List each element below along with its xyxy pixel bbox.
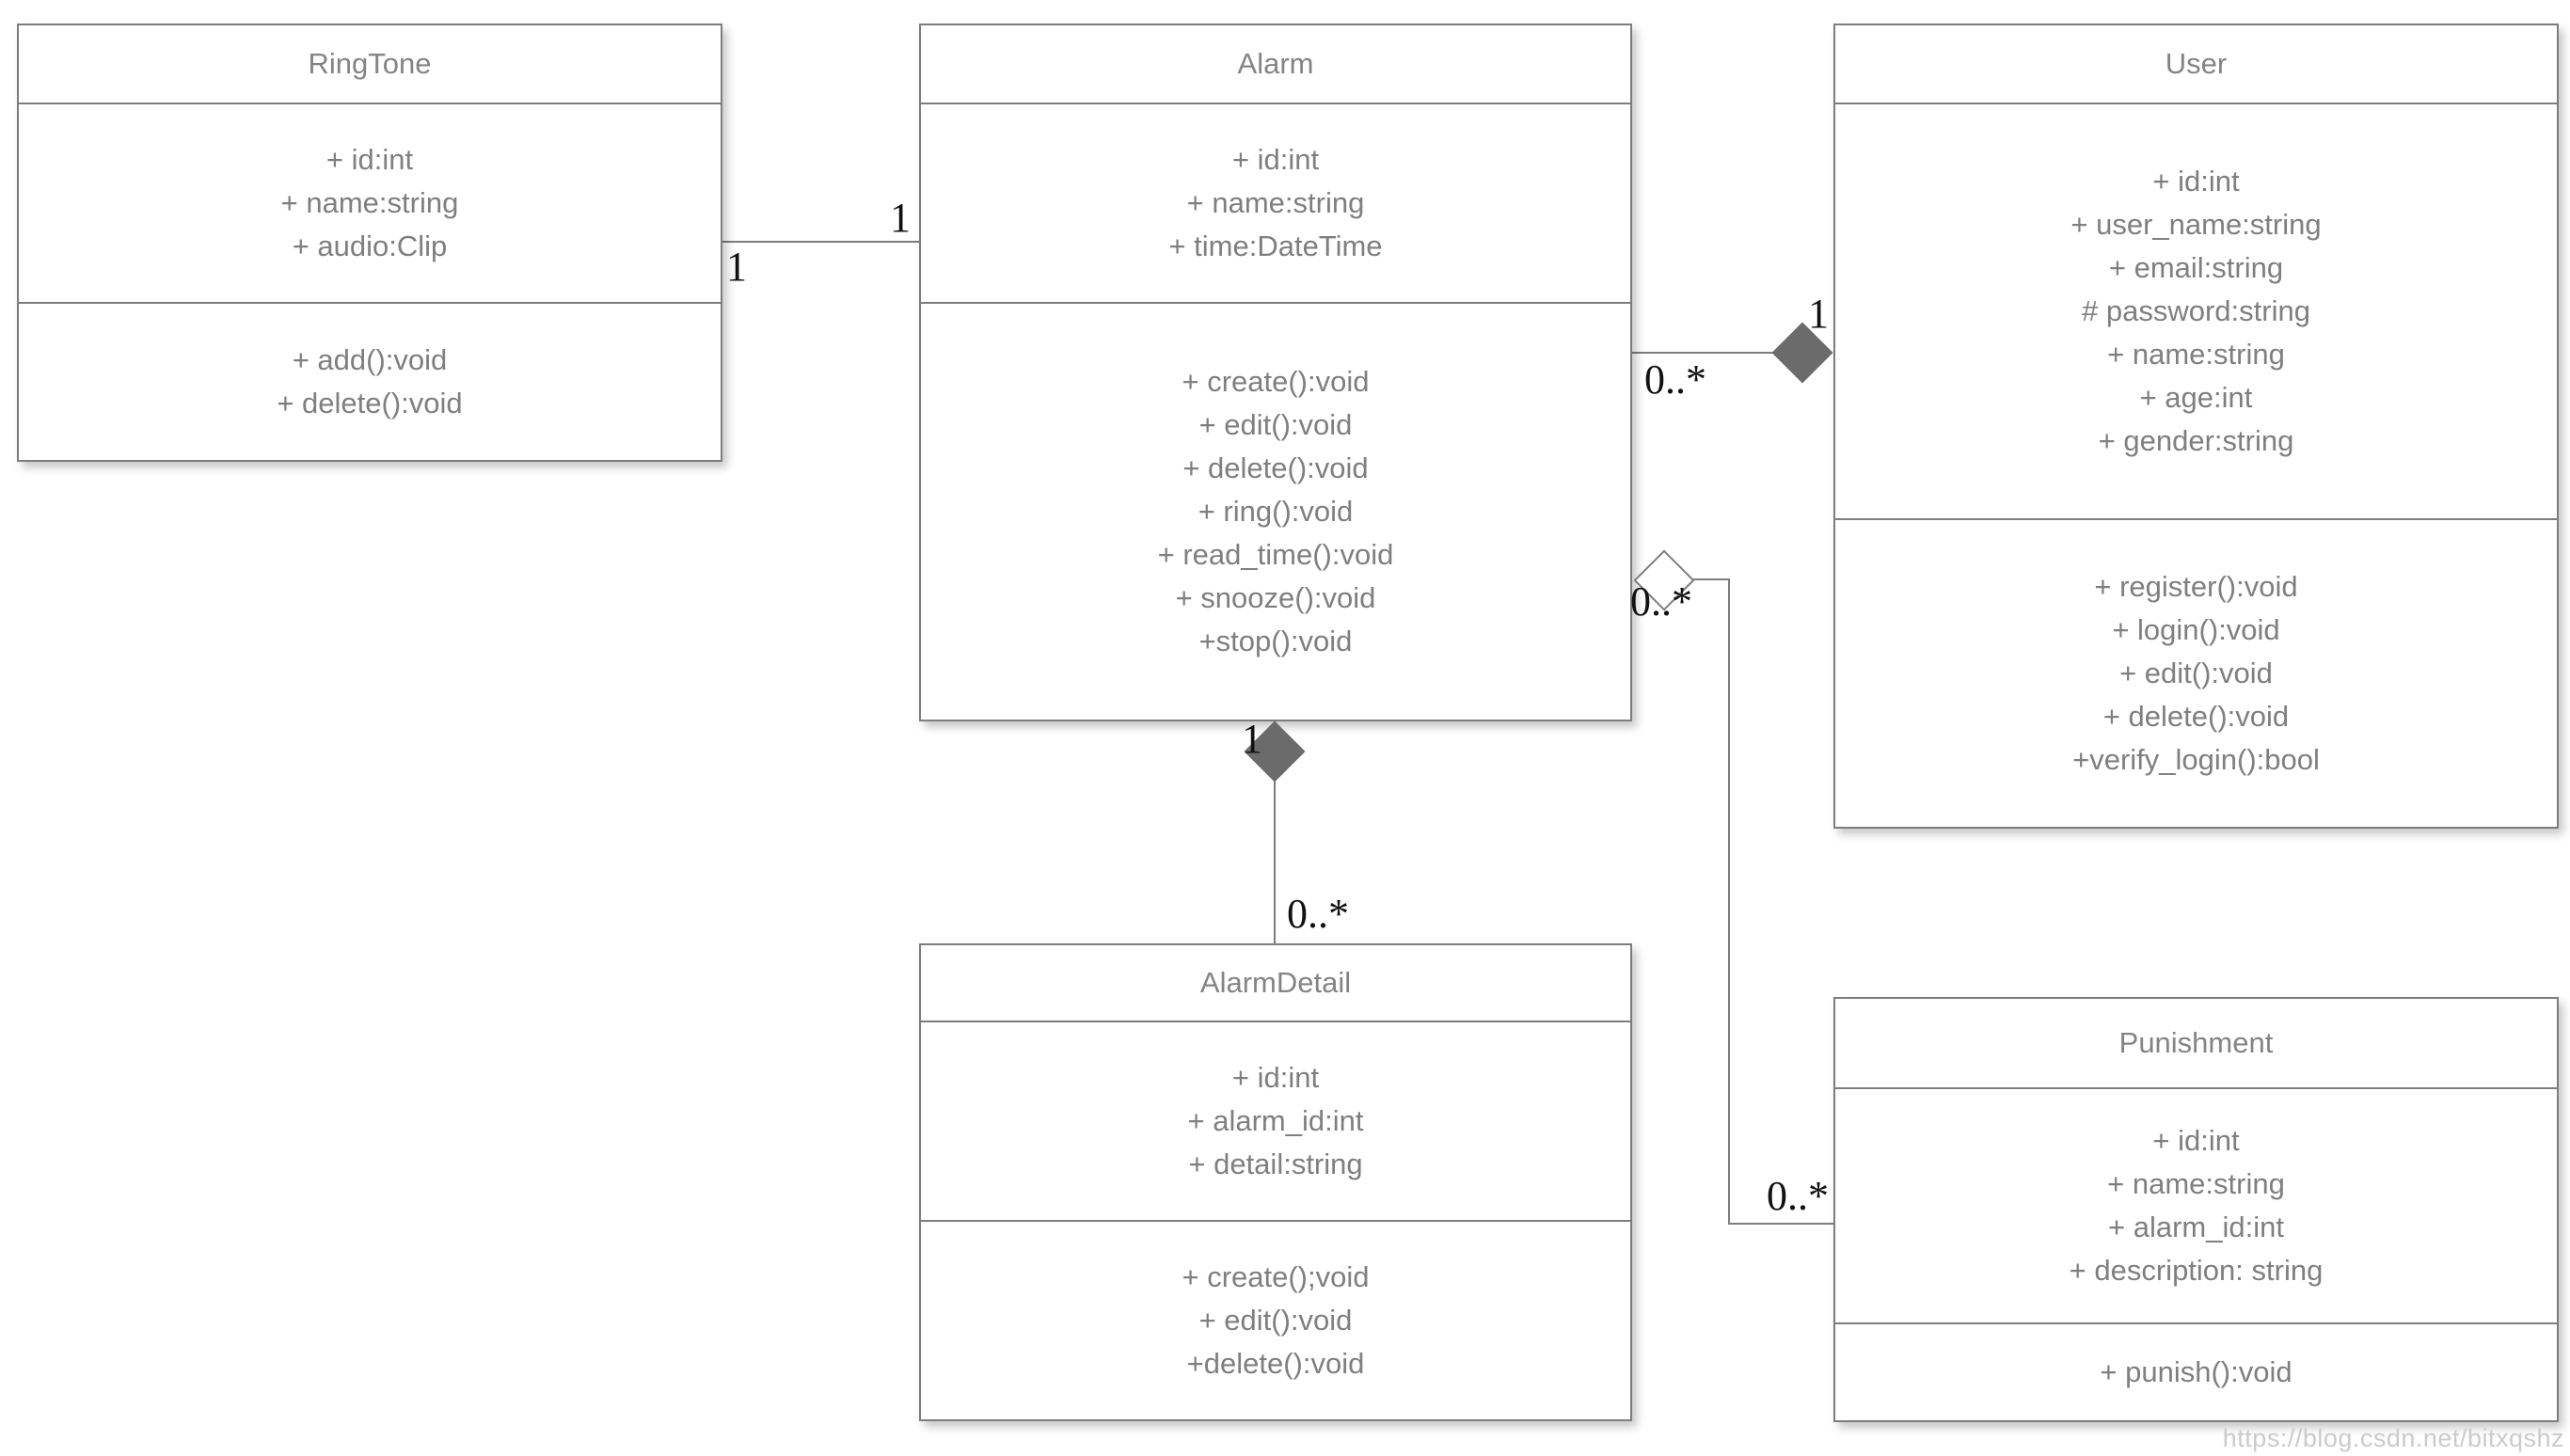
multiplicity-alarm-end: 1 (890, 195, 911, 241)
attribute: + time:DateTime (1168, 229, 1383, 262)
class-title-punishment: Punishment (1835, 999, 2557, 1089)
class-attributes-alarm: + id:int + name:string + time:DateTime (921, 104, 1630, 304)
multiplicity-alarm-end: 0..* (1644, 356, 1706, 403)
multiplicity-alarmdetail-end: 0..* (1287, 891, 1349, 937)
multiplicity-ringtone-end: 1 (726, 244, 747, 290)
class-attributes-alarmdetail: + id:int + alarm_id:int + detail:string (921, 1022, 1630, 1222)
aggregation-alarm-punishment-line-bottom (1728, 1223, 1833, 1225)
attribute: + description: string (2069, 1254, 2324, 1287)
composition-alarm-user-line (1632, 352, 1785, 354)
attribute: + audio:Clip (292, 229, 448, 262)
method: + delete():void (1182, 451, 1369, 484)
multiplicity-user-end: 1 (1808, 291, 1829, 337)
class-attributes-user: + id:int + user_name:string + email:stri… (1835, 104, 2557, 520)
method: + create():void (1182, 365, 1370, 398)
method: + ring():void (1198, 495, 1354, 528)
attribute: + id:int (325, 143, 414, 176)
class-box-alarmdetail: AlarmDetail + id:int + alarm_id:int + de… (919, 943, 1632, 1421)
attribute: + name:string (1186, 186, 1365, 219)
attribute: + alarm_id:int (2108, 1211, 2284, 1243)
method: + delete():void (277, 387, 463, 419)
class-attributes-punishment: + id:int + name:string + alarm_id:int + … (1835, 1089, 2557, 1324)
attribute: # password:string (2082, 294, 2310, 327)
method: + punish():void (2100, 1355, 2292, 1388)
attribute: + id:int (1231, 143, 1320, 176)
method: + delete():void (2102, 700, 2290, 733)
method: + edit():void (2119, 657, 2273, 689)
class-methods-alarmdetail: + create();void + edit():void +delete():… (921, 1222, 1630, 1419)
attribute: + name:string (2107, 1167, 2285, 1200)
class-box-punishment: Punishment + id:int + name:string + alar… (1833, 997, 2559, 1422)
aggregation-alarm-punishment-line-top (1692, 578, 1730, 580)
method: + add():void (292, 343, 448, 376)
aggregation-alarm-punishment-line-vertical (1728, 578, 1730, 1225)
csdn-watermark: https://blog.csdn.net/bitxqshz (2222, 1424, 2564, 1452)
method: + edit():void (1198, 408, 1353, 441)
class-methods-punishment: + punish():void (1835, 1324, 2557, 1420)
attribute: + id:int (1231, 1061, 1320, 1094)
attribute: + id:int (2152, 1124, 2240, 1157)
attribute: + name:string (280, 186, 459, 219)
class-box-ringtone: RingTone + id:int + name:string + audio:… (17, 24, 722, 462)
class-methods-ringtone: + add():void + delete():void (19, 304, 721, 460)
method: + login():void (2112, 613, 2280, 646)
method: +stop():void (1198, 625, 1353, 657)
method: + edit():void (1198, 1304, 1353, 1337)
multiplicity-punishment-end: 0..* (1767, 1173, 1829, 1219)
class-methods-user: + register():void + login():void + edit(… (1835, 520, 2557, 827)
multiplicity-alarm-end: 0..* (1630, 578, 1692, 625)
class-title-ringtone: RingTone (19, 25, 721, 104)
method: + create();void (1182, 1260, 1370, 1293)
method: + snooze():void (1175, 581, 1376, 614)
composition-alarm-alarmdetail-line (1274, 721, 1276, 954)
method: + read_time():void (1157, 538, 1394, 571)
class-title-alarmdetail: AlarmDetail (921, 945, 1630, 1022)
multiplicity-alarm-end: 1 (1242, 716, 1262, 762)
class-attributes-ringtone: + id:int + name:string + audio:Clip (19, 104, 721, 304)
class-title-alarm: Alarm (921, 25, 1630, 104)
attribute: + alarm_id:int (1187, 1104, 1364, 1137)
association-ringtone-alarm-line (722, 241, 919, 243)
attribute: + name:string (2107, 338, 2285, 371)
attribute: + id:int (2152, 165, 2240, 198)
attribute: + gender:string (2098, 424, 2294, 457)
class-title-user: User (1835, 25, 2557, 104)
attribute: + email:string (2108, 251, 2284, 284)
method: +verify_login():bool (2072, 743, 2320, 776)
attribute: + age:int (2139, 381, 2253, 414)
class-box-user: User + id:int + user_name:string + email… (1833, 24, 2559, 829)
attribute: + detail:string (1188, 1147, 1363, 1180)
attribute: + user_name:string (2070, 208, 2322, 241)
method: +delete():void (1186, 1347, 1365, 1380)
class-methods-alarm: + create():void + edit():void + delete()… (921, 304, 1630, 720)
class-box-alarm: Alarm + id:int + name:string + time:Date… (919, 24, 1632, 721)
method: + register():void (2094, 570, 2298, 603)
